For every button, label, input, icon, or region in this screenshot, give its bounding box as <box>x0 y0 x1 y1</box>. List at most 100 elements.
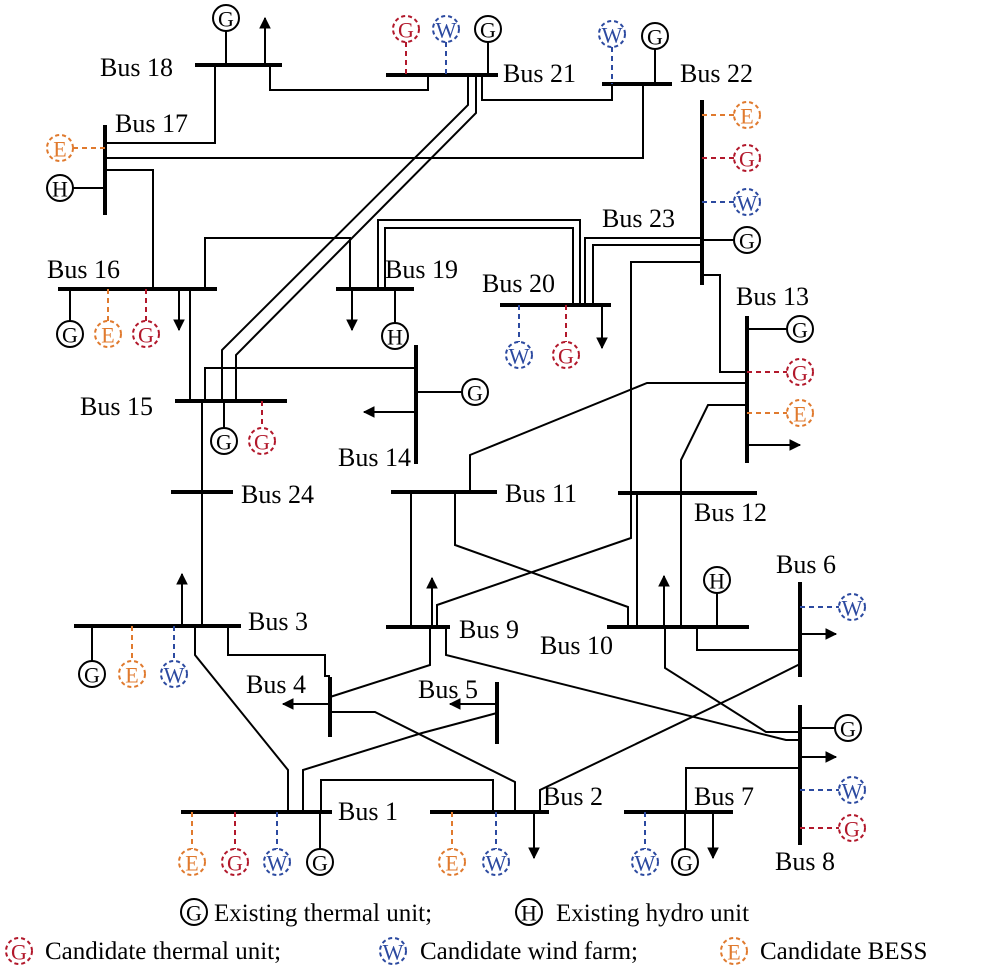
transmission-line <box>696 627 800 651</box>
bus-8-label: Bus 8 <box>775 847 835 876</box>
transmission-line <box>329 627 431 698</box>
load-arrow-head <box>448 698 461 710</box>
existing-hydro-unit-icon: H <box>381 289 409 350</box>
unit-symbol-letter: G <box>467 381 483 406</box>
bus-23-label: Bus 23 <box>602 204 675 233</box>
candidate-thermal-unit-icon: G <box>702 144 761 172</box>
unit-symbol-letter: W <box>509 344 530 369</box>
transmission-line <box>194 626 289 812</box>
candidate-bess-unit-icon: E <box>702 101 761 129</box>
transmission-line <box>481 75 613 101</box>
transmission-line <box>227 626 330 677</box>
legend-existing-hydro-text: Existing hydro unit <box>556 900 749 927</box>
unit-symbol-letter: W <box>486 851 507 876</box>
load-arrow-head <box>173 319 185 332</box>
load-arrows <box>173 16 838 860</box>
transmission-line <box>320 779 494 812</box>
unit-symbol-letter: G <box>312 851 328 876</box>
bus-6-label: Bus 6 <box>776 550 836 579</box>
load-arrow-head <box>596 337 608 350</box>
bus-9-label: Bus 9 <box>459 615 519 644</box>
load-arrow-head <box>259 16 271 29</box>
unit-symbol-letter: W <box>267 851 288 876</box>
unit-symbol-letter: G <box>398 18 414 43</box>
bus-14-label: Bus 14 <box>338 443 411 472</box>
transmission-line <box>302 712 498 812</box>
unit-symbol-letter: E <box>727 940 740 965</box>
bus-3-label: Bus 3 <box>248 607 308 636</box>
candidate-wind-unit-icon: W <box>432 15 460 75</box>
candidate-wind-unit-icon: W <box>631 812 659 876</box>
unit-symbol-letter: E <box>445 851 458 876</box>
legend-candidate-bess-text: Candidate BESS <box>760 938 927 965</box>
unit-symbol-letter: W <box>737 191 758 216</box>
bus-2-label: Bus 2 <box>543 782 603 811</box>
bus-19-label: Bus 19 <box>385 255 458 284</box>
transmission-line <box>235 75 477 401</box>
transmission-line <box>702 274 747 373</box>
candidate-wind-unit-icon: W <box>482 812 510 876</box>
transmission-line <box>680 404 747 627</box>
existing-thermal-unit-icon: G <box>180 898 208 926</box>
candidate-wind-unit-icon: W <box>263 812 291 876</box>
legend-candidate-wind-text: Candidate wind farm; <box>420 938 638 965</box>
candidate-wind-unit-icon: W <box>160 626 188 688</box>
existing-thermal-unit-icon: G <box>78 626 106 688</box>
unit-symbol-letter: W <box>842 779 863 804</box>
candidate-thermal-unit-icon: G <box>747 358 814 386</box>
bus-22-label: Bus 22 <box>680 59 753 88</box>
candidate-bess-unit-icon: E <box>438 812 466 876</box>
candidate-thermal-unit-icon: G <box>248 401 276 455</box>
load-arrow-head <box>825 628 838 640</box>
candidate-thermal-unit-icon: G <box>5 937 33 965</box>
transmission-line <box>330 711 516 812</box>
existing-thermal-unit-icon: G <box>212 4 240 65</box>
unit-symbol-letter: G <box>186 901 202 926</box>
transmission-line <box>469 382 747 492</box>
candidate-bess-unit-icon: E <box>178 812 206 876</box>
bus-17-label: Bus 17 <box>115 109 188 138</box>
load-arrow-head <box>825 751 838 763</box>
unit-symbol-letter: G <box>254 430 270 455</box>
unit-symbol-letter: G <box>792 361 808 386</box>
unit-symbol-letter: G <box>216 430 232 455</box>
existing-hydro-unit-icon: H <box>46 174 105 202</box>
candidate-thermal-unit-icon: G <box>132 289 160 348</box>
legend-existing-thermal-text: Existing thermal unit; <box>214 900 432 927</box>
unit-symbol-letter: W <box>164 663 185 688</box>
unit-symbol-letter: E <box>53 137 66 162</box>
candidate-bess-unit-icon: E <box>118 626 146 688</box>
load-arrow-head <box>707 847 719 860</box>
existing-thermal-unit-icon: G <box>641 22 669 84</box>
unit-symbol-letter: G <box>844 817 860 842</box>
unit-symbol-letter: G <box>11 940 27 965</box>
transmission-line <box>584 237 702 305</box>
unit-symbol-letter: G <box>739 147 755 172</box>
unit-symbol-letter: H <box>521 901 537 926</box>
transmission-line <box>454 492 629 627</box>
candidate-thermal-unit-icon: G <box>221 812 249 876</box>
candidate-wind-unit-icon: W <box>598 20 626 84</box>
transmission-line <box>105 84 644 159</box>
existing-thermal-unit-icon: G <box>800 714 862 742</box>
unit-symbol-letter: E <box>793 402 806 427</box>
bus-bars <box>58 63 802 845</box>
candidate-bess-unit-icon: E <box>46 134 105 162</box>
unit-symbol-letter: W <box>602 23 623 48</box>
unit-symbol-letter: G <box>677 851 693 876</box>
transmission-line <box>221 75 469 401</box>
transmission-line <box>664 627 800 733</box>
transmission-line <box>105 65 216 144</box>
candidate-wind-unit-icon: W <box>800 593 866 621</box>
bus-11-label: Bus 11 <box>505 479 577 508</box>
legend-candidate-thermal-text: Candidate thermal unit; <box>45 938 281 965</box>
unit-symbol-letter: E <box>185 851 198 876</box>
transmission-line <box>445 627 800 741</box>
unit-symbol-letter: W <box>436 18 457 43</box>
transmission-line <box>384 227 574 305</box>
unit-symbol-letter: G <box>62 323 78 348</box>
unit-symbol-letter: H <box>387 325 403 350</box>
transmission-line <box>539 663 801 812</box>
